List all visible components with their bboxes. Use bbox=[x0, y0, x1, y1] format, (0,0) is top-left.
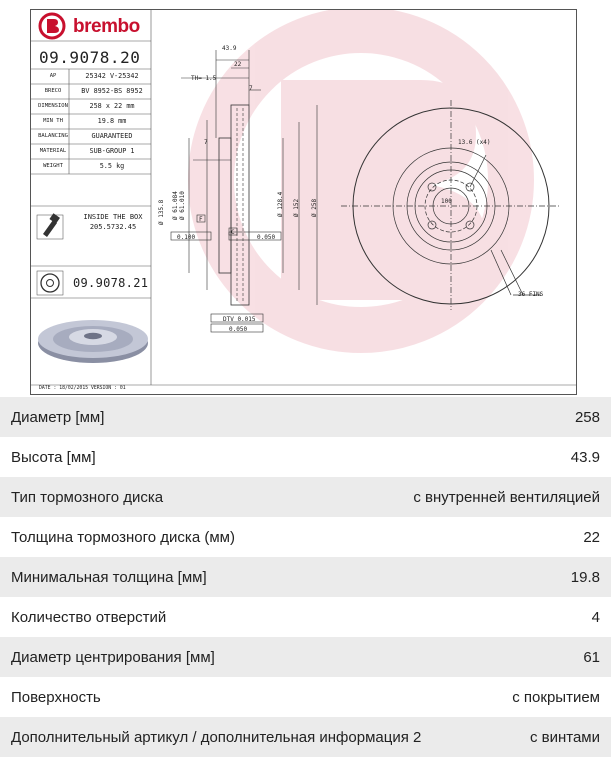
screw-icon bbox=[36, 213, 64, 240]
spec-key: MATERIAL bbox=[39, 148, 67, 154]
table-row: Диаметр центрирования [мм] 61 bbox=[0, 637, 611, 677]
table-row: Диаметр [мм] 258 bbox=[0, 397, 611, 437]
row-label: Диаметр [мм] bbox=[11, 409, 105, 426]
svg-text:7: 7 bbox=[204, 139, 208, 146]
svg-text:C: C bbox=[231, 229, 235, 236]
section-view bbox=[170, 50, 318, 333]
brembo-watermark bbox=[188, 10, 534, 353]
row-label: Толщина тормозного диска (мм) bbox=[11, 529, 235, 546]
spec-row: WEIGHT 5.5 kg bbox=[33, 159, 151, 174]
svg-text:36 FINS: 36 FINS bbox=[518, 291, 544, 298]
disc-render-image bbox=[38, 320, 148, 363]
svg-text:43.9: 43.9 bbox=[222, 45, 237, 52]
svg-text:Ø 152: Ø 152 bbox=[293, 199, 300, 217]
row-label: Количество отверстий bbox=[11, 609, 167, 626]
spec-key: AP bbox=[49, 73, 57, 79]
svg-text:0.050: 0.050 bbox=[229, 326, 247, 333]
front-view bbox=[341, 100, 561, 310]
spec-row: BALANCING GUARANTEED bbox=[33, 129, 151, 144]
row-value: с винтами bbox=[529, 729, 600, 746]
svg-text:13.6 (x4): 13.6 (x4) bbox=[458, 139, 491, 146]
svg-text:F: F bbox=[199, 216, 203, 223]
table-row: Тип тормозного диска с внутренней вентил… bbox=[0, 477, 611, 517]
brembo-logo-icon bbox=[38, 12, 66, 40]
svg-text:0.100: 0.100 bbox=[177, 234, 195, 241]
spec-key: DIMENSION bbox=[38, 103, 68, 109]
spec-row: DIMENSION 258 x 22 mm bbox=[33, 99, 151, 114]
part-number: 09.9078.20 bbox=[39, 48, 141, 67]
svg-text:0.050: 0.050 bbox=[257, 234, 275, 241]
spec-row: MIN TH 19.8 mm bbox=[33, 114, 151, 129]
date-version: DATE : 18/02/2015 VERSION : 01 bbox=[39, 386, 126, 391]
spec-value: 19.8 mm bbox=[97, 117, 127, 125]
disc-box-icon bbox=[36, 270, 64, 296]
row-label: Дополнительный артикул / дополнительная … bbox=[11, 729, 422, 746]
svg-text:TH= 1.5: TH= 1.5 bbox=[191, 75, 217, 82]
technical-drawing: 43.9 22 TH= 1.5 7 7 Ø 135.8 Ø 61.084 Ø 6… bbox=[30, 9, 577, 395]
row-value: 43.9 bbox=[570, 449, 600, 466]
row-value: 61 bbox=[583, 649, 600, 666]
row-value: с покрытием bbox=[512, 689, 600, 706]
drawing-canvas: 43.9 22 TH= 1.5 7 7 Ø 135.8 Ø 61.084 Ø 6… bbox=[31, 10, 576, 386]
row-label: Высота [мм] bbox=[11, 449, 96, 466]
svg-text:Ø 258: Ø 258 bbox=[311, 199, 318, 217]
svg-text:DTV 0.015: DTV 0.015 bbox=[223, 316, 256, 323]
spec-value: 25342 V-25342 bbox=[85, 72, 139, 80]
inside-box-code: 205.5732.45 bbox=[89, 223, 137, 231]
row-label: Минимальная толщина [мм] bbox=[11, 569, 207, 586]
spec-key: BRECO bbox=[44, 88, 62, 94]
inside-box-label: INSIDE THE BOX 205.5732.45 bbox=[75, 212, 151, 232]
table-row: Количество отверстий 4 bbox=[0, 597, 611, 637]
svg-text:7: 7 bbox=[249, 85, 253, 92]
svg-text:Ø 128.4: Ø 128.4 bbox=[277, 191, 284, 217]
row-label: Тип тормозного диска bbox=[11, 489, 164, 506]
row-value: с внутренней вентиляцией bbox=[413, 489, 600, 506]
row-value: 22 bbox=[583, 529, 600, 546]
svg-text:22: 22 bbox=[234, 61, 242, 68]
spec-value: GUARANTEED bbox=[91, 132, 133, 140]
svg-text:100: 100 bbox=[441, 198, 452, 205]
spec-value: 258 x 22 mm bbox=[89, 102, 135, 110]
spec-row: AP 25342 V-25342 bbox=[33, 69, 151, 84]
row-value: 4 bbox=[591, 609, 600, 626]
row-label: Поверхность bbox=[11, 689, 101, 706]
spec-key: BALANCING bbox=[38, 133, 68, 139]
brembo-logo: brembo bbox=[37, 12, 147, 40]
spec-value: SUB-GROUP 1 bbox=[89, 147, 135, 155]
spec-row: BRECO BV 8952-BS 8952 bbox=[33, 84, 151, 99]
table-row: Дополнительный артикул / дополнительная … bbox=[0, 717, 611, 757]
row-value: 258 bbox=[574, 409, 600, 426]
table-row: Минимальная толщина [мм] 19.8 bbox=[0, 557, 611, 597]
spec-key: MIN TH bbox=[43, 118, 63, 124]
inside-box-title: INSIDE THE BOX bbox=[83, 213, 143, 221]
front-view-labels: 13.6 (x4) 100 36 FINS bbox=[441, 139, 544, 298]
dimension-labels: 43.9 22 TH= 1.5 7 7 Ø 135.8 Ø 61.084 Ø 6… bbox=[158, 45, 318, 333]
spec-value: 5.5 kg bbox=[99, 162, 125, 170]
row-value: 19.8 bbox=[570, 569, 600, 586]
alt-part-number: 09.9078.21 bbox=[73, 276, 149, 290]
spec-key: WEIGHT bbox=[43, 163, 63, 169]
svg-text:Ø 61.010: Ø 61.010 bbox=[179, 191, 186, 220]
table-row: Поверхность с покрытием bbox=[0, 677, 611, 717]
row-label: Диаметр центрирования [мм] bbox=[11, 649, 215, 666]
table-row: Высота [мм] 43.9 bbox=[0, 437, 611, 477]
spec-row: MATERIAL SUB-GROUP 1 bbox=[33, 144, 151, 159]
table-row: Толщина тормозного диска (мм) 22 bbox=[0, 517, 611, 557]
svg-text:Ø 135.8: Ø 135.8 bbox=[158, 199, 165, 225]
spec-value: BV 8952-BS 8952 bbox=[81, 87, 143, 95]
brand-name: brembo bbox=[73, 16, 140, 37]
svg-text:Ø 61.084: Ø 61.084 bbox=[172, 191, 179, 220]
